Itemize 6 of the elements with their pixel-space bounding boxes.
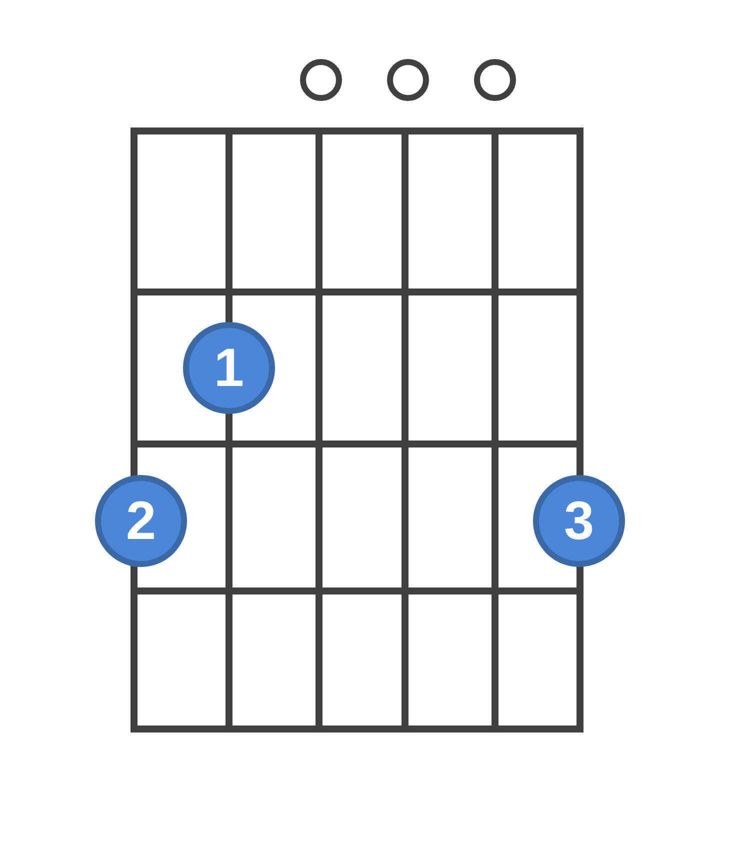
ring-icon	[300, 59, 342, 101]
finger-number: 1	[214, 341, 244, 395]
finger-number: 2	[126, 494, 156, 548]
ring-icon	[474, 59, 516, 101]
finger-number: 3	[564, 494, 594, 548]
ring-icon	[387, 59, 429, 101]
